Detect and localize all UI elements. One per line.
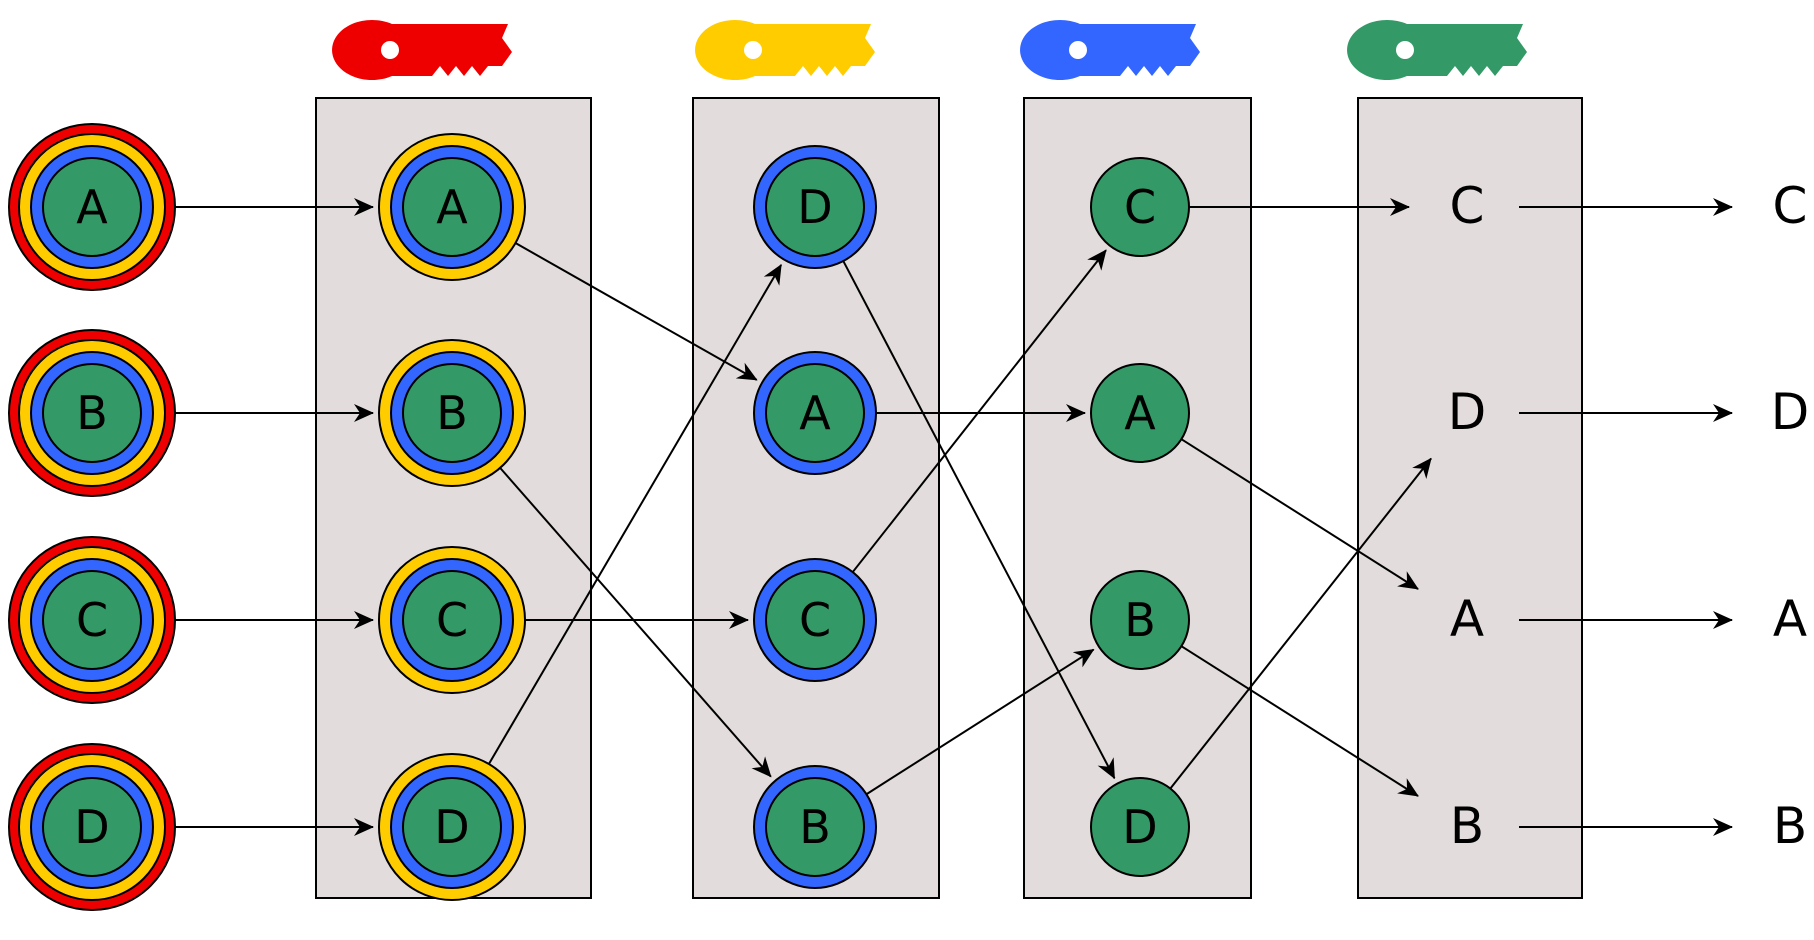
- connection-arrow: [842, 260, 1116, 780]
- node-label: D: [1771, 383, 1810, 441]
- layer-green: [765, 777, 865, 877]
- node-label: B: [1450, 797, 1484, 855]
- node-C: C: [1090, 157, 1190, 257]
- key-icon-blue: [1020, 20, 1200, 80]
- nodes: A B C D A B C D D A C B C A B D C D A B C D A B: [8, 123, 1810, 911]
- node-B: B: [1450, 797, 1484, 855]
- node-label: C: [436, 593, 468, 647]
- node-D: D: [1090, 777, 1190, 877]
- node-C: C: [378, 546, 526, 694]
- layer-green: [42, 777, 142, 877]
- connection-arrow: [1180, 645, 1419, 797]
- node-label: C: [799, 593, 831, 647]
- layer-green: [402, 570, 502, 670]
- layer-green: [402, 777, 502, 877]
- node-C: C: [1773, 177, 1808, 235]
- node-D: D: [1771, 383, 1810, 441]
- key-icon-green: [1347, 20, 1527, 80]
- key-icon-yellow: [695, 20, 875, 80]
- node-D: D: [753, 145, 877, 269]
- layer-green: [1090, 570, 1190, 670]
- node-label: D: [1122, 800, 1157, 854]
- node-D: D: [378, 753, 526, 901]
- connection-arrow: [851, 249, 1107, 573]
- node-B: B: [1773, 797, 1807, 855]
- node-label: C: [1124, 180, 1156, 234]
- keys: [332, 20, 1527, 80]
- connection-arrow: [1180, 438, 1419, 590]
- node-label: D: [74, 800, 109, 854]
- node-label: A: [1450, 590, 1484, 648]
- connection-arrow: [499, 467, 772, 778]
- layer-green: [765, 157, 865, 257]
- node-label: C: [76, 593, 108, 647]
- connection-arrow: [1169, 457, 1432, 790]
- node-label: A: [76, 180, 108, 234]
- node-label: B: [799, 800, 831, 854]
- layer-green: [402, 157, 502, 257]
- node-label: A: [799, 386, 831, 440]
- node-B: B: [1090, 570, 1190, 670]
- node-D: D: [1448, 383, 1487, 441]
- node-C: C: [1450, 177, 1485, 235]
- node-label: A: [1124, 386, 1156, 440]
- layer-green: [1090, 777, 1190, 877]
- layer-green: [42, 570, 142, 670]
- node-label: C: [1773, 177, 1808, 235]
- node-A: A: [753, 351, 877, 475]
- node-C: C: [8, 536, 176, 704]
- layer-green: [42, 363, 142, 463]
- node-A: A: [1773, 590, 1807, 648]
- connection-arrow: [865, 648, 1095, 796]
- node-label: B: [76, 386, 108, 440]
- layer-green: [1090, 157, 1190, 257]
- node-label: A: [436, 180, 468, 234]
- node-A: A: [378, 133, 526, 281]
- node-D: D: [8, 743, 176, 911]
- connections: [175, 198, 1733, 836]
- node-A: A: [1450, 590, 1484, 648]
- node-B: B: [753, 765, 877, 889]
- layer-green: [765, 363, 865, 463]
- node-B: B: [378, 339, 526, 487]
- connection-arrow: [488, 263, 783, 765]
- node-label: A: [1773, 590, 1807, 648]
- layer-green: [1090, 363, 1190, 463]
- node-A: A: [8, 123, 176, 291]
- node-label: B: [436, 386, 468, 440]
- key-icon-red: [332, 20, 512, 80]
- node-A: A: [1090, 363, 1190, 463]
- node-B: B: [8, 329, 176, 497]
- node-label: C: [1450, 177, 1485, 235]
- layer-green: [42, 157, 142, 257]
- layer-green: [765, 570, 865, 670]
- node-C: C: [753, 558, 877, 682]
- node-label: B: [1773, 797, 1807, 855]
- node-label: B: [1124, 593, 1156, 647]
- layer-green: [402, 363, 502, 463]
- node-label: D: [797, 180, 832, 234]
- node-label: D: [434, 800, 469, 854]
- connection-arrow: [514, 242, 758, 381]
- relay-panel-4: [1357, 97, 1583, 899]
- node-label: D: [1448, 383, 1487, 441]
